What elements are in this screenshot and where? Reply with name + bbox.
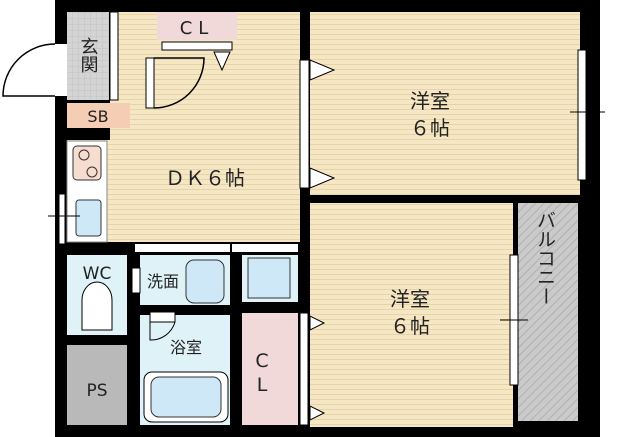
label-bath: 浴室 [170, 338, 202, 357]
label-ps: PS [86, 381, 107, 401]
closet-door-icon [213, 51, 231, 72]
western-room-1 [310, 12, 580, 195]
washbasin-icon [185, 259, 225, 304]
entry-door-icon [2, 43, 56, 97]
door-swing-icon [153, 57, 205, 109]
label-western2-size: ６帖 [390, 314, 430, 338]
window [577, 49, 587, 181]
bathtub-icon [150, 376, 222, 418]
stove-icon [72, 145, 102, 181]
closet-top [157, 12, 237, 40]
western-room-2 [310, 203, 513, 427]
label-western2-name: 洋室 [390, 287, 430, 311]
label-balcony: バルコニー [534, 211, 556, 306]
label-senmen: 洗面 [147, 272, 179, 291]
label-western1-name: 洋室 [410, 89, 450, 113]
sink-icon [75, 199, 102, 237]
label-western1-size: ６帖 [410, 116, 450, 140]
pipe-space [67, 345, 127, 425]
label-sb: SB [87, 107, 108, 126]
closet-bottom [242, 313, 298, 425]
genkan [67, 12, 109, 100]
label-cl-bottom-c: C [255, 350, 268, 372]
label-wc: WC [83, 264, 112, 284]
label-cl-top: CL [180, 18, 215, 39]
label-dk: ＤＫ６帖 [165, 166, 245, 190]
label-genkan: 玄関 [78, 37, 99, 73]
shoe-box [67, 103, 130, 128]
balcony [518, 203, 578, 421]
washer-icon [247, 257, 291, 299]
label-cl-bottom-l: L [257, 374, 268, 396]
toilet-icon [81, 281, 113, 331]
